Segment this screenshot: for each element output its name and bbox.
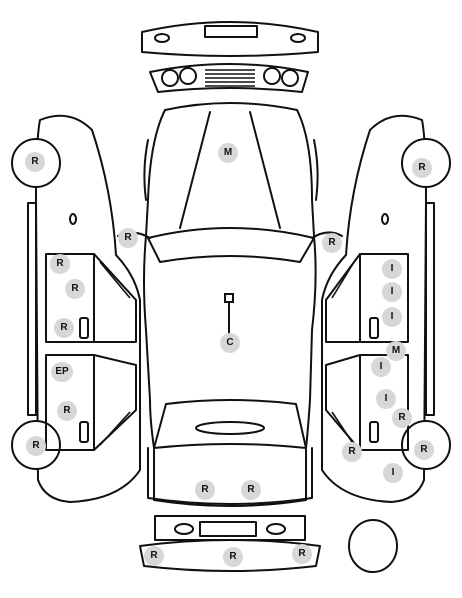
marker-roof: M — [218, 143, 238, 163]
car-top-view — [143, 102, 319, 507]
marker-right-front-wheel: R — [412, 158, 432, 178]
marker-left-rear-wheel: R — [26, 436, 46, 456]
marker-rear-bumper-center: R — [223, 547, 243, 567]
front-bumper — [141, 21, 319, 57]
marker-left-rear-door-2: R — [57, 401, 77, 421]
marker-trunk-1: R — [195, 480, 215, 500]
marker-rear-bumper-right: R — [292, 544, 312, 564]
front-grille — [149, 63, 309, 93]
marker-right-sill: I — [383, 463, 403, 483]
marker-right-rear-arch: R — [342, 442, 362, 462]
blank-circle — [348, 519, 398, 573]
marker-left-front-wheel: R — [25, 152, 45, 172]
marker-left-front-door-3: R — [54, 318, 74, 338]
marker-mirror-right: R — [322, 233, 342, 253]
marker-right-front-door-1: I — [382, 259, 402, 279]
marker-trunk-2: R — [241, 480, 261, 500]
marker-right-rear-door-1: I — [371, 357, 391, 377]
rear-bumper — [139, 515, 321, 572]
marker-rear-bumper-left: R — [144, 546, 164, 566]
marker-right-front-door-3: I — [382, 307, 402, 327]
marker-left-rear-door-1: EP — [51, 362, 73, 382]
marker-right-rear-door-3: R — [392, 408, 412, 428]
marker-right-front-door-2: I — [382, 282, 402, 302]
marker-left-front-door-2: R — [65, 279, 85, 299]
marker-right-rear-door-2: I — [376, 389, 396, 409]
marker-left-front-door-1: R — [50, 254, 70, 274]
marker-cabin-center: C — [220, 333, 240, 353]
marker-right-pillar: M — [386, 341, 406, 361]
marker-right-rear-wheel: R — [414, 440, 434, 460]
marker-mirror-left: R — [118, 228, 138, 248]
